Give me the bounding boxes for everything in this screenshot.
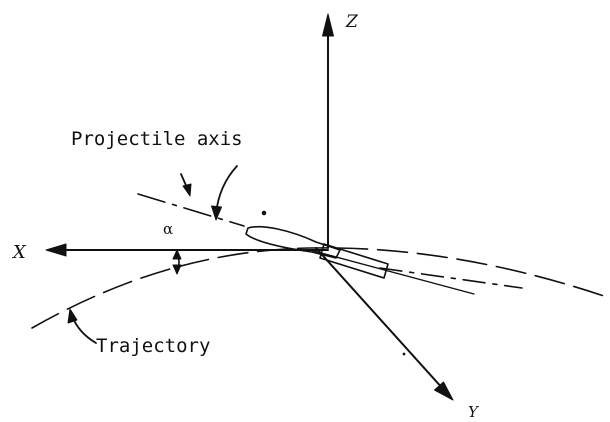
y-axis (315, 247, 454, 401)
alpha-angle-arc (172, 249, 182, 275)
z-arrowhead (322, 13, 334, 37)
speck (402, 352, 406, 356)
alpha-label: α (163, 220, 173, 238)
y-axis-label: Y (468, 403, 480, 421)
trajectory-curve (31, 247, 605, 329)
x-axis-label: X (11, 242, 27, 263)
velocity-line (309, 249, 475, 295)
projectile-axis-leader (211, 165, 238, 221)
z-axis (322, 13, 334, 249)
y-arrowhead (434, 381, 454, 401)
projectile (245, 225, 389, 279)
trajectory-leader (67, 308, 97, 344)
projectile-axis-tick-arrow (180, 173, 192, 197)
projectile-axis-line (137, 193, 523, 289)
marker-dot (261, 210, 267, 216)
projectile-axis-label: Projectile axis (71, 128, 243, 150)
trajectory-label: Trajectory (96, 335, 210, 357)
z-axis-label: Z (345, 12, 359, 32)
x-axis (45, 243, 329, 257)
x-arrowhead (45, 243, 67, 257)
